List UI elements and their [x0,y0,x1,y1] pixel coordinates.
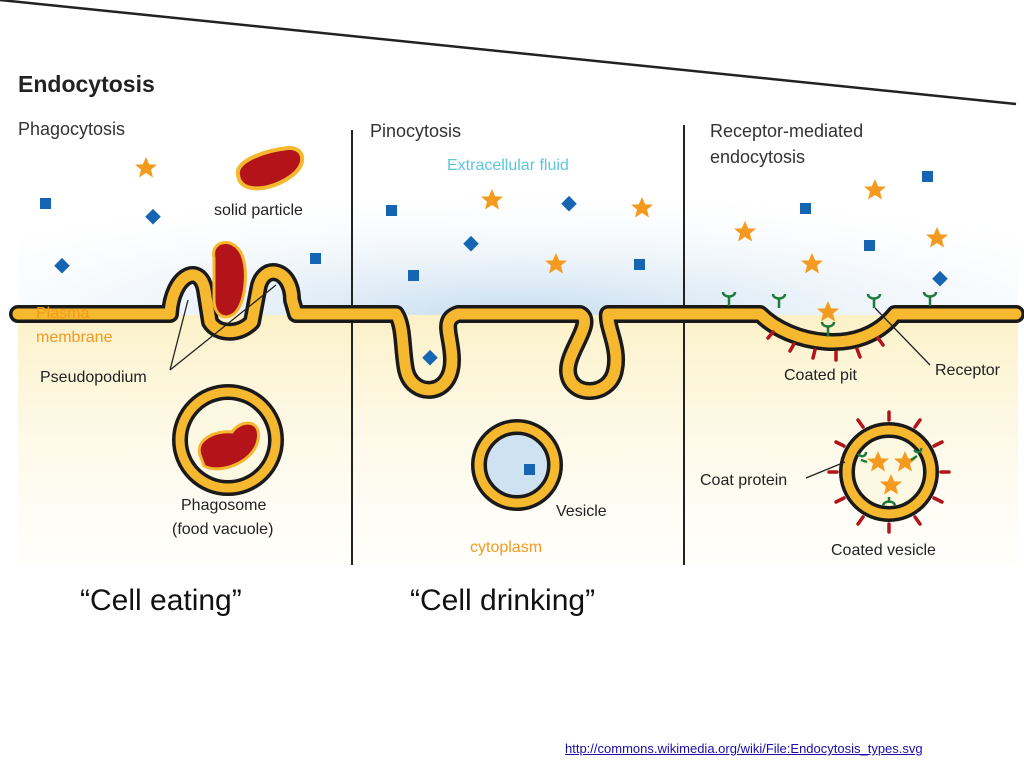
pseudopodium-label: Pseudopodium [40,369,147,386]
coated-vesicle-label: Coated vesicle [831,542,936,559]
solid-particle [235,146,305,191]
solid-particle-label: solid particle [214,202,303,219]
square-molecule [561,195,577,212]
square-molecule [922,171,933,182]
square-molecule [145,208,161,225]
extracellular-fluid-label: Extracellular fluid [447,157,569,174]
square-molecule [422,349,438,366]
receptor-title-line1: Receptor-mediated [710,121,863,141]
cell-eating-caption: “Cell eating” [80,584,242,617]
square-molecule [932,270,948,287]
square-molecule [386,205,397,216]
coat-protein-pointer [805,461,846,479]
plasma-label: Plasma [36,305,89,322]
food-vacuole-label: (food vacuole) [172,521,273,538]
phagosome-fill [175,387,281,493]
engulfed-particle [212,241,247,319]
coated-pit-label: Coated pit [784,367,857,384]
receptor-pointer [874,307,931,366]
plasma-membrane-fill [12,266,1022,397]
square-molecule [634,259,645,270]
square-molecule [310,253,321,264]
square-molecule [54,257,70,274]
title-rule [0,0,1017,106]
square-molecule [463,235,479,252]
vesicle-label: Vesicle [556,503,607,520]
square-molecule [408,270,419,281]
phagosome-particle [197,421,260,471]
pinocytosis-title: Pinocytosis [370,121,461,141]
square-molecule [864,240,875,251]
square-molecule [524,464,535,475]
page-title: Endocytosis [18,71,155,97]
pseudopodium-pointer [169,284,277,371]
membrane-label: membrane [36,329,113,346]
coated-vesicle [827,410,951,534]
source-link[interactable]: http://commons.wikimedia.org/wiki/File:E… [565,741,923,756]
square-molecule [40,198,51,209]
receptor-label: Receptor [935,362,1001,379]
receptor-group [721,291,938,336]
square-molecule [800,203,811,214]
vesicle-fill [474,422,560,508]
pseudopodium-pointer [169,299,189,371]
coat-protein-label: Coat protein [700,472,787,489]
phagosome-label: Phagosome [181,497,266,514]
cytoplasm-label: cytoplasm [470,539,542,556]
cell-drinking-caption: “Cell drinking” [410,584,595,617]
receptor-title-line2: endocytosis [710,147,805,167]
phagocytosis-title: Phagocytosis [18,119,125,139]
coat-protein-pit [766,330,885,362]
